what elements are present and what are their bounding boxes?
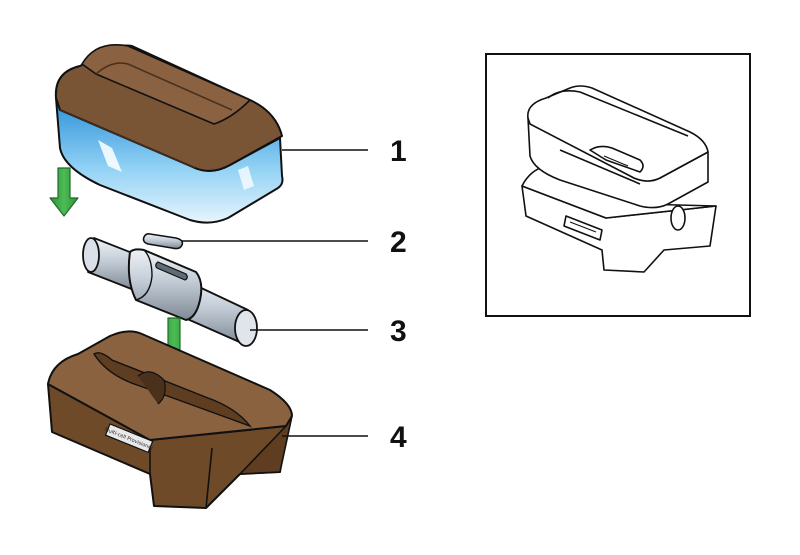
base-part: Multi-cell Provisioner	[47, 330, 293, 509]
callout-number-2: 2	[390, 226, 407, 259]
shaft-part	[82, 237, 258, 347]
down-arrow-icon	[49, 167, 79, 217]
cover-part	[54, 44, 284, 224]
leader-lines	[182, 149, 368, 437]
callout-number-1: 1	[390, 135, 407, 168]
assembled-view-inset	[485, 53, 751, 317]
callout-number-4: 4	[390, 421, 407, 454]
callout-number-3: 3	[390, 315, 407, 348]
key-part	[142, 233, 184, 250]
